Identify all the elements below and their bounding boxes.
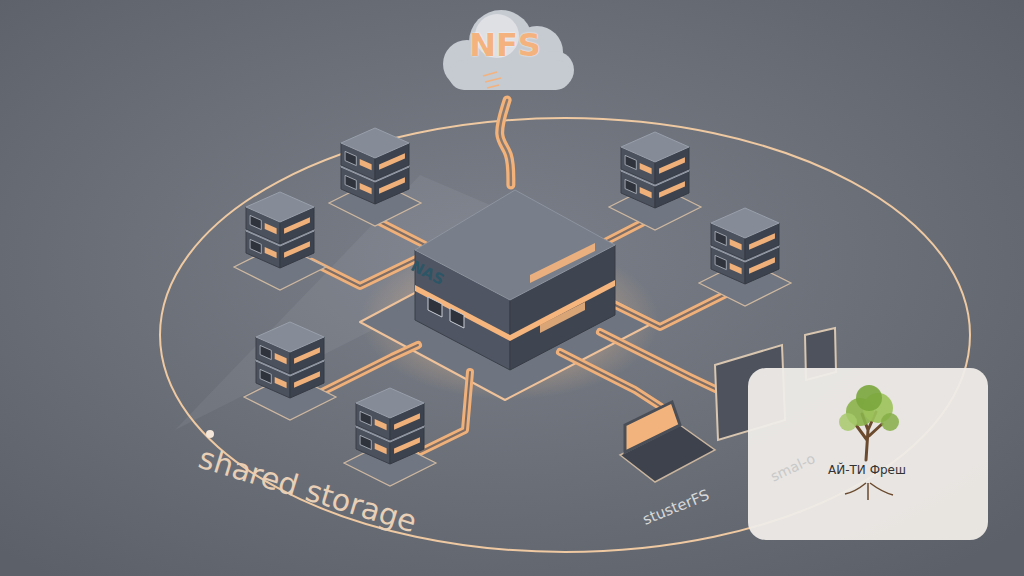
server-stack [244, 322, 336, 420]
server-stack [699, 208, 791, 306]
server-led [265, 247, 277, 258]
server-slot [625, 155, 636, 169]
server-led [375, 443, 387, 454]
edge-group [500, 100, 511, 185]
server-slot [715, 231, 726, 245]
server-led [360, 183, 372, 194]
server-stripe [394, 413, 420, 430]
nas-button [428, 297, 442, 317]
tree-roots [845, 483, 893, 500]
server-stripe [379, 177, 405, 194]
server-led [730, 263, 742, 274]
server-slot [360, 435, 371, 449]
server-slot [250, 215, 261, 229]
server-stripe [294, 347, 320, 364]
server-slot [250, 239, 261, 253]
server-stripe [294, 371, 320, 388]
server-slot [260, 369, 271, 383]
cable-core [322, 345, 418, 392]
cable [600, 332, 728, 395]
server-top [256, 322, 324, 352]
server-stripe [749, 257, 775, 274]
tree-leaves [856, 385, 882, 411]
cloud-base [449, 60, 571, 90]
server-top [341, 128, 409, 158]
server-top [246, 192, 314, 222]
nas-band [415, 285, 510, 341]
server-led [640, 163, 652, 174]
ring-dot [206, 430, 214, 438]
nas-band [510, 280, 615, 341]
watermark-panel [748, 368, 988, 540]
server-stripe [659, 181, 685, 198]
server-slot [345, 175, 356, 189]
server-stripe [659, 157, 685, 174]
nas-node: NAS [410, 185, 620, 375]
server-led [730, 239, 742, 250]
server-led [640, 187, 652, 198]
protocol-label: NFS [425, 26, 585, 64]
server-stripe [284, 241, 310, 258]
tree-leaves [881, 413, 899, 431]
tree-leaves [839, 413, 857, 431]
cable [420, 372, 470, 452]
server-stack [234, 192, 326, 290]
server-slot [625, 179, 636, 193]
server-stripe [394, 437, 420, 454]
laptop-screen [625, 402, 680, 452]
server-stack [329, 128, 421, 226]
server-stripe [284, 217, 310, 234]
nas-stripe [530, 243, 595, 283]
link-cable-core [500, 100, 511, 185]
server-led [275, 353, 287, 364]
watermark-box [748, 368, 988, 540]
server-slot [360, 411, 371, 425]
server-led [375, 419, 387, 430]
cable-core [560, 352, 672, 414]
cloud-marks [483, 72, 501, 88]
cable-core [420, 372, 470, 452]
cloud-node: NFS [425, 2, 585, 100]
cable-core [312, 258, 418, 286]
server-stack [609, 132, 701, 230]
server-top [621, 132, 689, 162]
server-slot [345, 151, 356, 165]
server-stripe [749, 233, 775, 250]
server-top [711, 208, 779, 238]
nas-stripe [540, 302, 585, 333]
server-led [360, 159, 372, 170]
server-led [275, 377, 287, 388]
cable-core [600, 332, 728, 395]
servers [234, 128, 791, 486]
watermark-text: АЙ-ТИ Фреш [828, 463, 906, 477]
cable [312, 258, 418, 286]
server-slot [715, 255, 726, 269]
server-top [356, 388, 424, 418]
server-stack [344, 388, 436, 486]
nas-button [450, 308, 464, 328]
server-stripe [379, 153, 405, 170]
server-led [265, 223, 277, 234]
link-cable [500, 100, 511, 185]
cable [322, 345, 418, 392]
server-slot [260, 345, 271, 359]
